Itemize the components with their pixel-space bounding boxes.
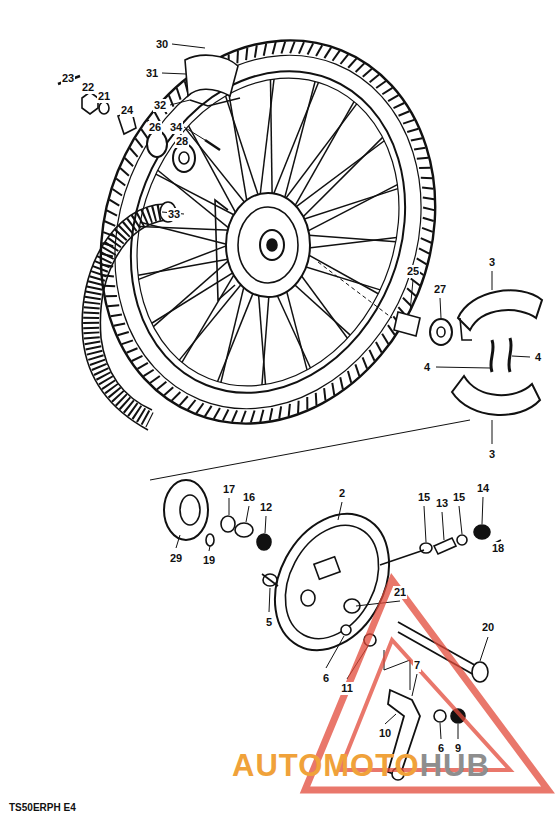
callout-number: 13 bbox=[435, 497, 449, 510]
callout-number: 20 bbox=[481, 621, 495, 634]
callout-number: 5 bbox=[265, 616, 273, 629]
callout-number: 33 bbox=[167, 208, 181, 221]
callout-number: 10 bbox=[378, 727, 392, 740]
callout-number: 31 bbox=[145, 67, 159, 80]
watermark-text: HUB bbox=[420, 750, 490, 781]
oil-seal bbox=[164, 480, 208, 540]
callout-number: 3 bbox=[488, 256, 496, 269]
callout-number: 3 bbox=[488, 448, 496, 461]
callout-number: 23 bbox=[61, 72, 75, 85]
callout-number: 7 bbox=[413, 659, 421, 672]
inner-tube bbox=[91, 212, 165, 420]
callout-number: 11 bbox=[340, 682, 354, 695]
callout-number: 21 bbox=[97, 90, 111, 103]
rim-band bbox=[185, 55, 238, 96]
callout-number: 22 bbox=[81, 81, 95, 94]
brake-shoe bbox=[452, 376, 540, 415]
callout-number: 4 bbox=[534, 351, 542, 364]
watermark-text: AUTOMOTO bbox=[232, 750, 420, 781]
callout-number: 21 bbox=[393, 586, 407, 599]
callout-number: 12 bbox=[259, 501, 273, 514]
callout-number: 2 bbox=[338, 487, 346, 500]
model-code: TS50ERPH E4 bbox=[8, 802, 77, 814]
callout-number: 4 bbox=[423, 361, 431, 374]
callout-number: 19 bbox=[202, 554, 216, 567]
callout-number: 17 bbox=[222, 483, 236, 496]
callout-number: 29 bbox=[169, 552, 183, 565]
callout-number: 16 bbox=[242, 491, 256, 504]
callout-number: 6 bbox=[322, 672, 330, 685]
callout-number: 28 bbox=[175, 135, 189, 148]
callout-number: 34 bbox=[169, 121, 183, 134]
brake-shoe bbox=[458, 290, 542, 330]
callout-number: 14 bbox=[476, 482, 490, 495]
callout-number: 24 bbox=[120, 104, 134, 117]
wheel-hub bbox=[215, 193, 310, 300]
callout-number: 15 bbox=[452, 491, 466, 504]
callout-number: 15 bbox=[417, 491, 431, 504]
callout-number: 27 bbox=[433, 283, 447, 296]
front-wheel bbox=[44, 0, 491, 474]
callout-number: 25 bbox=[406, 265, 420, 278]
callout-number: 30 bbox=[155, 38, 169, 51]
callout-number: 32 bbox=[153, 99, 167, 112]
callout-number: 26 bbox=[148, 121, 162, 134]
callout-number: 18 bbox=[491, 542, 505, 555]
